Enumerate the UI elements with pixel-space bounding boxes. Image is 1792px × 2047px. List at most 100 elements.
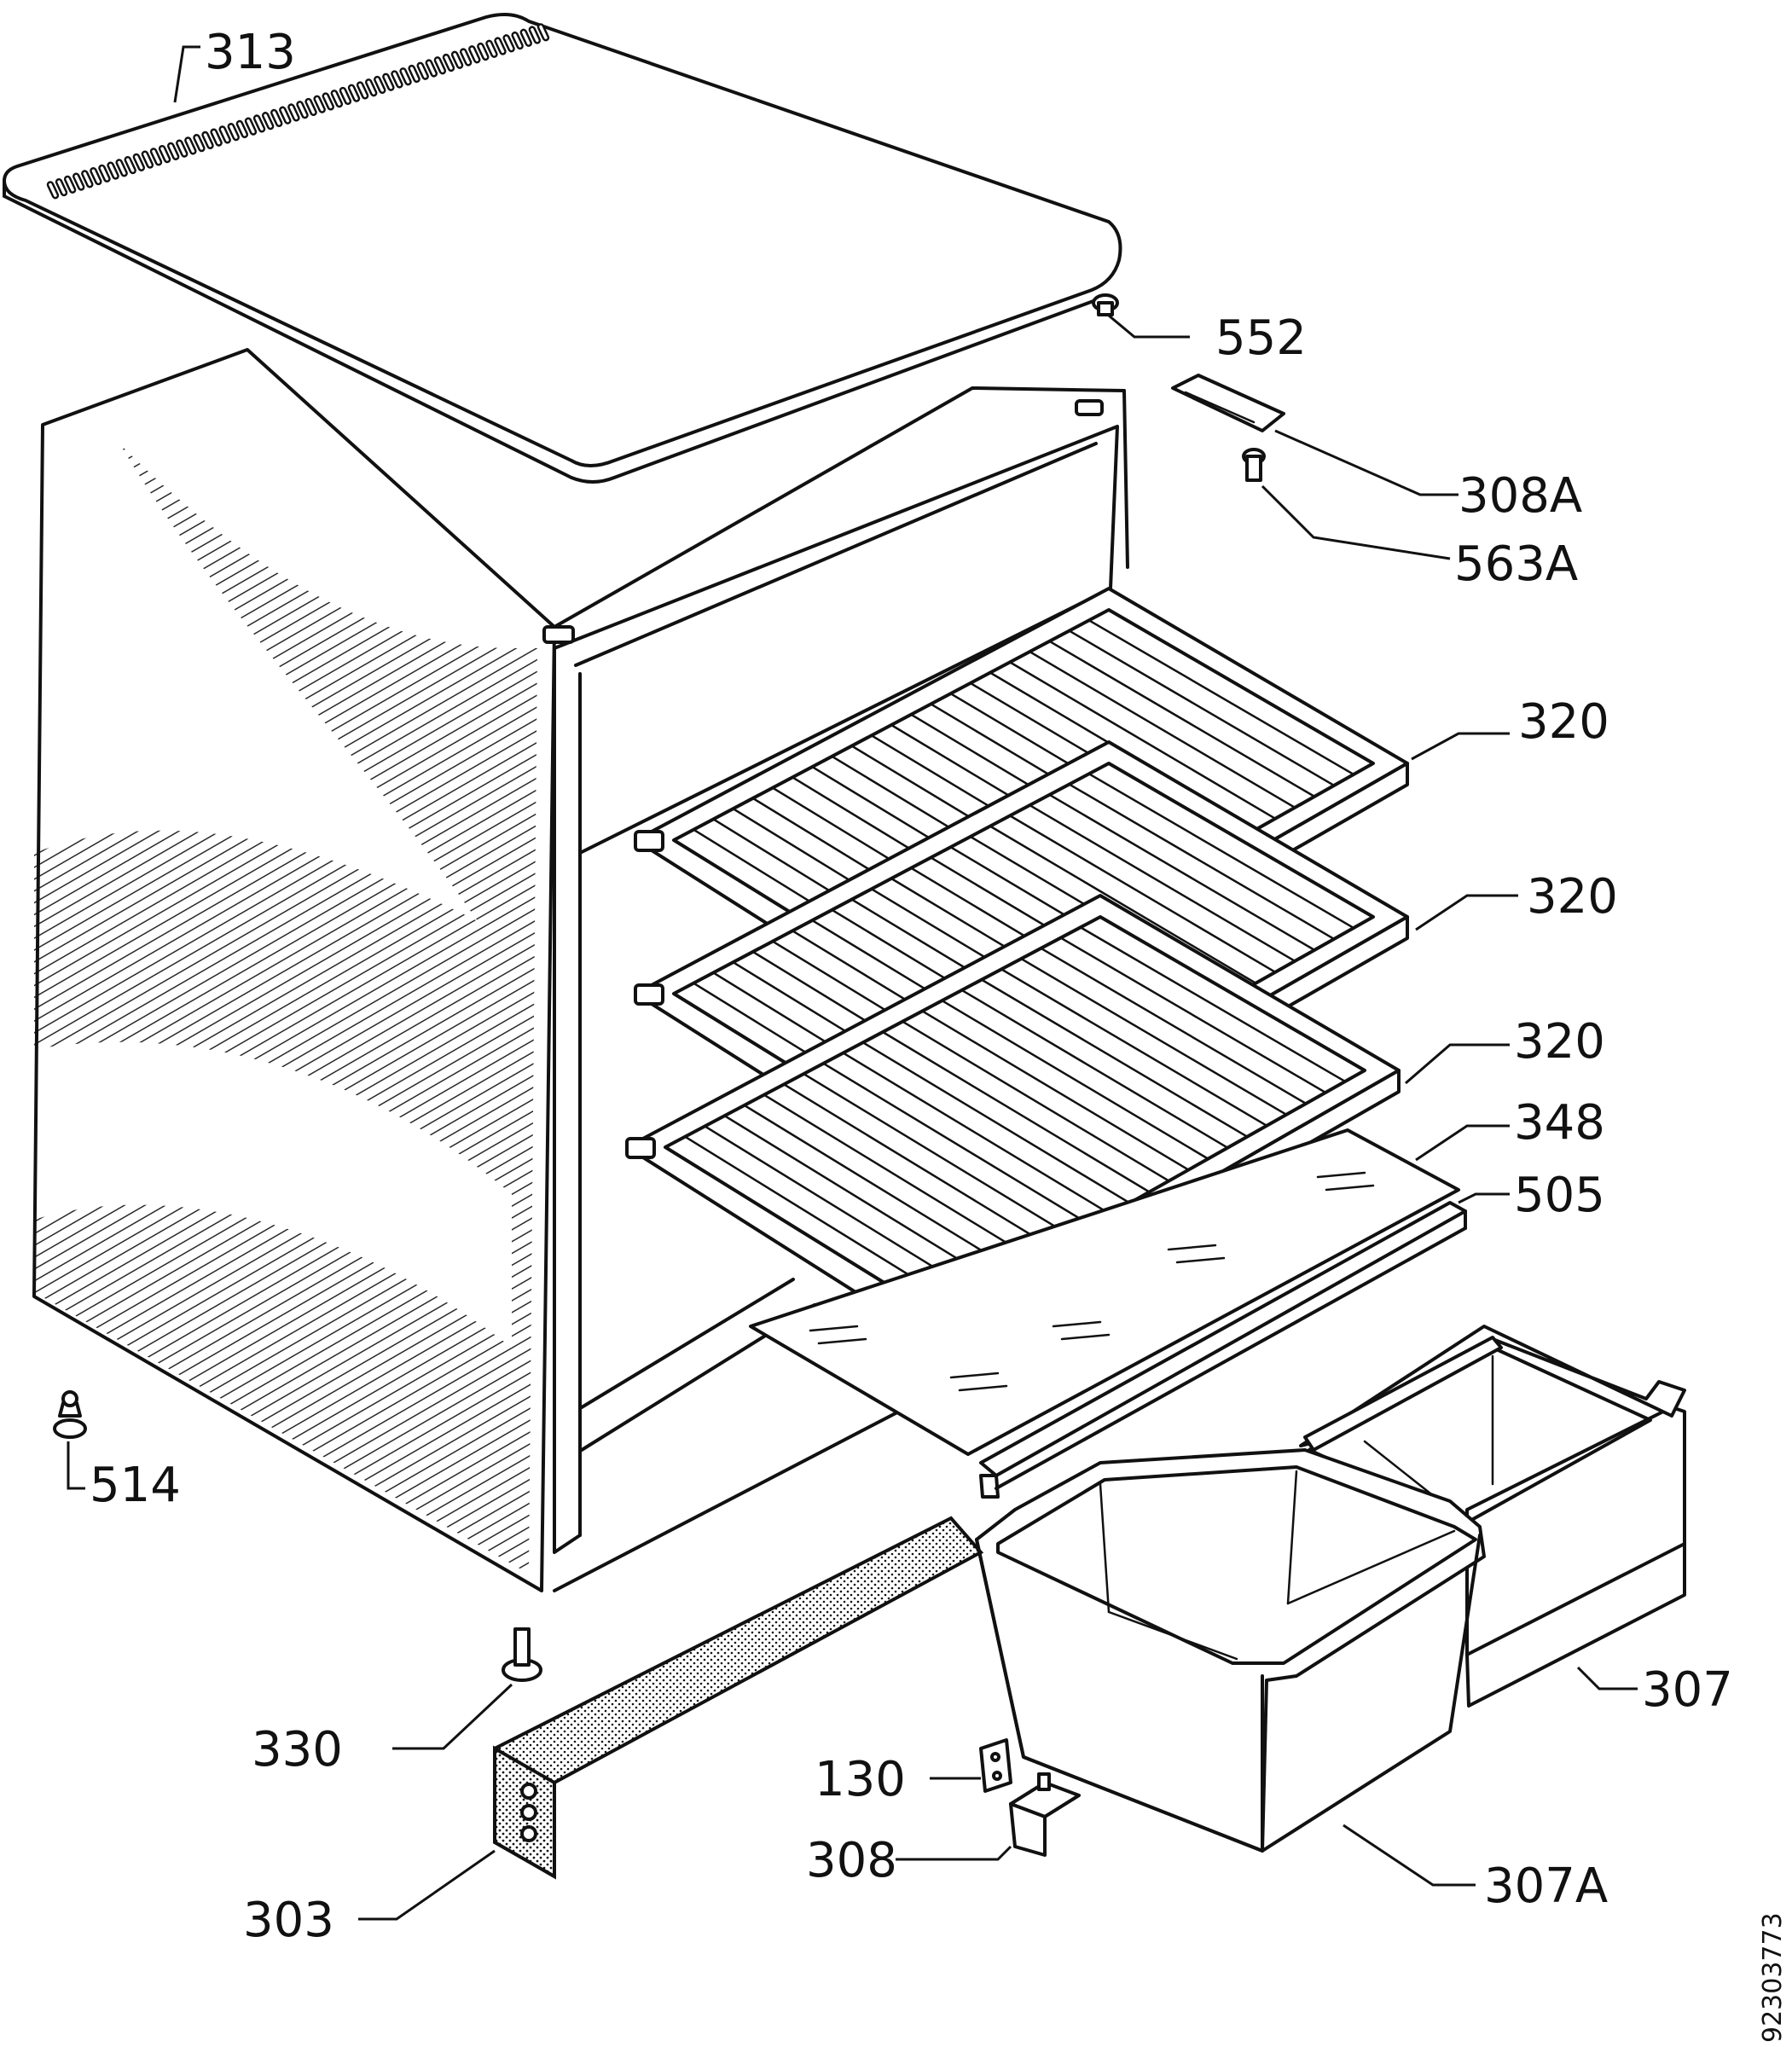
foot-part xyxy=(53,1390,87,1439)
callout-307: 307 xyxy=(1642,1662,1733,1718)
vent-slot xyxy=(279,106,292,125)
vent-slot xyxy=(374,75,386,95)
leader-lines xyxy=(67,45,1638,1921)
callout-308: 308 xyxy=(806,1833,897,1888)
vent-slot xyxy=(158,145,171,164)
vent-slot xyxy=(270,108,283,128)
vent-slot xyxy=(218,125,231,144)
vent-slot xyxy=(408,64,420,84)
callout-320-c: 320 xyxy=(1514,1014,1605,1070)
vent-slot xyxy=(330,90,344,108)
cabinet-hinge-clip-right xyxy=(1075,399,1104,416)
hinge-top-part xyxy=(1171,374,1285,432)
vent-slot xyxy=(536,23,550,42)
vent-slot xyxy=(252,114,266,133)
vent-slot xyxy=(227,123,240,142)
callout-130: 130 xyxy=(815,1752,906,1807)
cabinet-body xyxy=(32,348,1129,1592)
callout-320-a: 320 xyxy=(1518,694,1609,750)
cabinet-right-edge xyxy=(1122,389,1129,569)
top-cover-vent-slots xyxy=(46,23,550,200)
vent-slot xyxy=(339,86,352,106)
vent-slot xyxy=(132,153,146,171)
bracket-part xyxy=(979,1738,1012,1793)
vent-slot xyxy=(124,155,136,175)
drawing-number: 92303773 xyxy=(1758,1912,1788,2043)
top-cover-panel xyxy=(3,12,1122,467)
screw-top-part xyxy=(1092,293,1119,316)
vent-slot xyxy=(347,84,361,102)
vent-slot xyxy=(502,34,515,53)
vent-slot xyxy=(149,148,163,166)
top-cover-front-edge xyxy=(3,194,1102,484)
vent-slot xyxy=(322,92,334,111)
crisper-drawer-right xyxy=(1299,1325,1686,1708)
vent-slot xyxy=(477,42,490,61)
callout-552: 552 xyxy=(1215,310,1307,366)
callout-330: 330 xyxy=(252,1722,343,1777)
callout-505: 505 xyxy=(1514,1168,1605,1223)
callout-307a: 307A xyxy=(1484,1859,1608,1914)
vent-slot xyxy=(235,119,249,138)
pin-top-part xyxy=(1242,448,1266,482)
cabinet-floor-inner-2 xyxy=(580,1278,795,1409)
vent-slot xyxy=(141,150,154,169)
callout-563a: 563A xyxy=(1454,536,1578,592)
callout-313: 313 xyxy=(205,25,296,80)
vent-slot xyxy=(63,175,77,194)
callout-303: 303 xyxy=(243,1893,334,1948)
vent-slot xyxy=(115,159,128,177)
vent-slot xyxy=(356,81,369,100)
callout-320-b: 320 xyxy=(1527,869,1618,925)
vent-slot xyxy=(166,142,180,160)
vent-slot xyxy=(519,28,532,47)
vent-slot xyxy=(193,134,206,153)
vent-slot xyxy=(416,61,429,80)
top-cover xyxy=(3,12,1122,484)
callout-514: 514 xyxy=(90,1458,181,1513)
vent-slot xyxy=(261,112,275,130)
hinge-bottom-part xyxy=(1009,1772,1081,1857)
vent-slot xyxy=(494,37,507,55)
kick-plate xyxy=(493,1516,984,1880)
vent-slot xyxy=(433,56,447,75)
vent-slot xyxy=(364,78,378,97)
vent-slot xyxy=(485,39,498,58)
cabinet-hinge-clip xyxy=(542,625,575,644)
vent-slot xyxy=(81,170,94,188)
vent-slot xyxy=(210,128,223,147)
vent-slot xyxy=(304,97,317,117)
vent-slot xyxy=(391,70,403,89)
vent-slot xyxy=(425,59,438,78)
cabinet-inner-liner xyxy=(574,442,1098,667)
vent-slot xyxy=(107,161,119,180)
vent-slot xyxy=(442,53,455,72)
vent-slot xyxy=(90,166,102,186)
vent-slot xyxy=(46,181,60,200)
vent-slot xyxy=(201,130,214,149)
cabinet-top-edge xyxy=(553,386,1126,629)
vent-slot xyxy=(287,103,300,122)
vent-slot xyxy=(399,67,412,86)
vent-slot xyxy=(450,50,464,69)
callout-348: 348 xyxy=(1514,1095,1605,1151)
crisper-drawer-left xyxy=(975,1448,1486,1853)
cabinet-side-shading xyxy=(34,444,537,1574)
glass-shelf xyxy=(749,1128,1460,1456)
vent-slot xyxy=(72,172,85,191)
vent-slot xyxy=(511,31,524,50)
adjust-foot-part xyxy=(502,1627,542,1682)
vent-slot xyxy=(382,72,395,91)
vent-slot xyxy=(468,45,481,64)
vent-slot xyxy=(313,95,326,113)
vent-slot xyxy=(244,117,258,136)
vent-slot xyxy=(98,164,111,183)
glass-shelf-trim xyxy=(979,1201,1467,1499)
vent-slot xyxy=(459,48,473,67)
vent-slot xyxy=(176,139,188,158)
vent-slot xyxy=(184,136,197,155)
vent-slot xyxy=(528,26,542,44)
callout-308a: 308A xyxy=(1459,468,1582,524)
vent-slot xyxy=(55,177,68,197)
